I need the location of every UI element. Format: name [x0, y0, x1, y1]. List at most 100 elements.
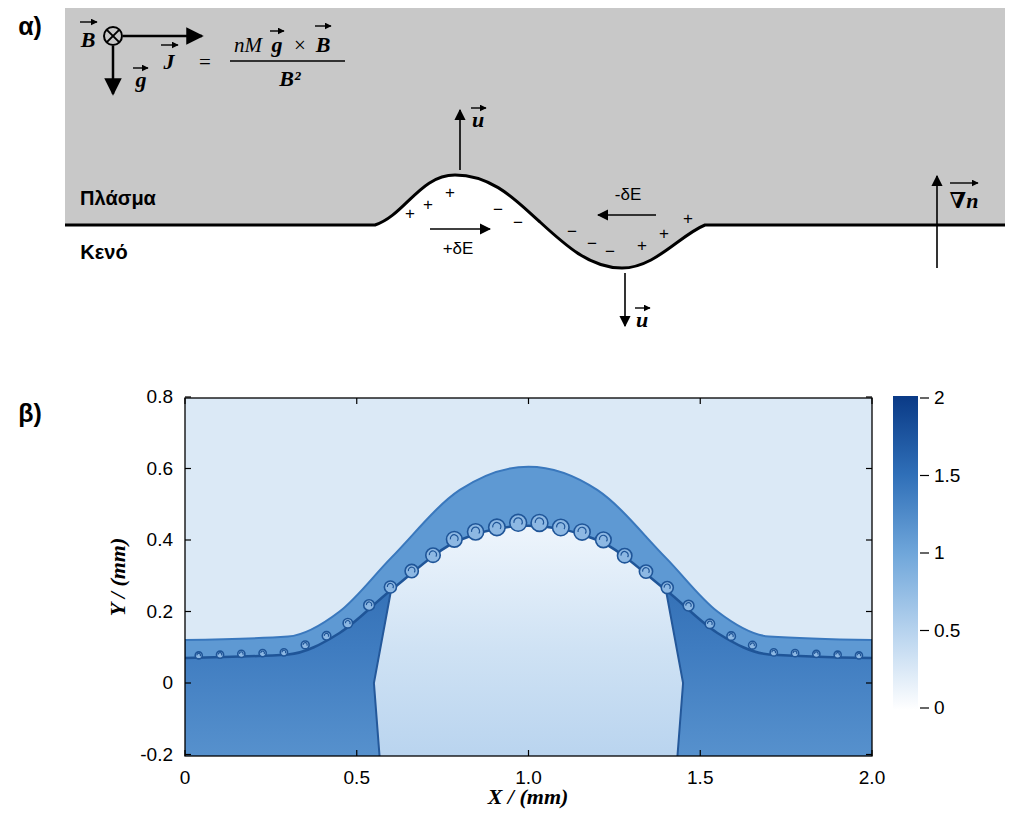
- axis-ticks: [185, 397, 872, 756]
- axis-tick-label: 0.6: [147, 458, 173, 480]
- vortex-swirl: [280, 649, 287, 656]
- velocity-label: u: [472, 107, 484, 132]
- vortex-swirl: [705, 619, 714, 628]
- vortex-swirl: [596, 532, 612, 548]
- axis-tick-label: 0: [180, 767, 191, 789]
- velocity-arrow: [459, 110, 461, 170]
- axis-tick-label: 0.4: [147, 529, 173, 551]
- medium-label: Πλάσμα: [80, 187, 156, 210]
- simulation-image: [185, 398, 872, 756]
- gradient-arrow: [936, 176, 938, 268]
- vortex-swirl: [301, 641, 309, 649]
- gradient-label: ∇n: [950, 188, 979, 213]
- vortex-swirl: [322, 632, 330, 640]
- charge-sign: −: [587, 234, 597, 254]
- instability-front: [185, 526, 872, 658]
- charge-sign: +: [683, 209, 693, 229]
- formula-term: =: [199, 50, 211, 74]
- bubble-region: [374, 526, 683, 756]
- vortex-swirl: [531, 515, 548, 532]
- formula-term: B²: [279, 66, 300, 91]
- panel-label: α): [18, 12, 42, 41]
- vortex-swirl: [770, 649, 777, 656]
- formula-term: nM: [234, 33, 262, 57]
- charge-sign: +: [405, 204, 415, 224]
- vector-overarrows: [80, 22, 978, 308]
- vortex-swirl: [727, 632, 735, 640]
- interface-line: [65, 175, 1005, 268]
- vortex-swirl: [855, 652, 862, 659]
- vortex-swirl: [661, 582, 673, 594]
- vortex-swirl: [639, 565, 652, 578]
- medium-label: Κενό: [80, 241, 127, 264]
- axis-tick-label: 0.8: [147, 386, 173, 408]
- vortex-swirl: [489, 519, 506, 536]
- charge-sign: +: [445, 183, 455, 203]
- vortex-swirl: [834, 651, 841, 658]
- vortex-swirl: [446, 532, 462, 548]
- formula-term: B: [316, 32, 331, 57]
- vector-symbol: g: [136, 67, 147, 92]
- shock-line: [666, 590, 683, 756]
- charge-sign: −: [605, 242, 615, 262]
- axis-title: Y / (mm): [105, 538, 130, 617]
- shock-line: [374, 590, 391, 756]
- charge-sign: +: [659, 224, 669, 244]
- plasma-region: [65, 8, 1005, 268]
- field-label: +δE: [443, 239, 474, 259]
- formula-term: ×: [294, 33, 306, 57]
- vortex-swirl: [343, 619, 352, 628]
- vortex-swirl: [510, 514, 527, 531]
- field-into-page-symbol: [104, 27, 122, 45]
- colorbar-tick-label: 1.5: [934, 465, 960, 487]
- colorbar: [893, 396, 918, 710]
- axis-tick-label: -0.2: [140, 744, 173, 766]
- panel-label: β): [18, 399, 42, 428]
- colorbar-tick-label: 0.5: [934, 620, 960, 642]
- plot-frame: [185, 398, 872, 756]
- velocity-arrow: [624, 273, 626, 326]
- charge-sign: −: [513, 213, 523, 233]
- vortex-swirl: [468, 524, 484, 540]
- velocity-label: u: [636, 307, 648, 332]
- axis-tick-label: 1.5: [687, 767, 713, 789]
- colorbar-tick-label: 2: [934, 387, 945, 409]
- axis-title: X / (mm): [488, 784, 569, 809]
- charge-sign: +: [637, 236, 647, 256]
- colorbar-tick-label: 0: [934, 697, 945, 719]
- axis-tick-label: 0.2: [147, 601, 173, 623]
- formula-term: g: [272, 32, 283, 57]
- vortex-swirl: [617, 548, 631, 562]
- vortex-swirl: [216, 651, 223, 658]
- compressed-region: [185, 526, 872, 756]
- axis-tick-label: 0.5: [344, 767, 370, 789]
- fraction-bar: [230, 60, 345, 62]
- vector-symbol: J: [164, 49, 175, 74]
- vortex-swirl: [364, 600, 375, 611]
- colorbar-ticks: [920, 398, 929, 708]
- vortex-swirl: [405, 564, 418, 577]
- vortex-swirl: [238, 650, 245, 657]
- vortex-swirl: [195, 652, 202, 659]
- vortex-swirl: [553, 519, 569, 535]
- charge-sign: −: [567, 222, 577, 242]
- vortex-swirl: [791, 650, 798, 657]
- field-label: -δE: [615, 185, 641, 205]
- vortex-swirl: [426, 548, 440, 562]
- axis-tick-label: 2.0: [859, 767, 885, 789]
- vortex-swirl: [574, 524, 590, 540]
- field-arrow: [598, 214, 656, 216]
- vortex-swirl: [384, 581, 396, 593]
- charge-sign: +: [423, 195, 433, 215]
- field-arrow: [430, 228, 490, 230]
- vector-symbol: B: [81, 27, 96, 52]
- charge-sign: −: [493, 200, 503, 220]
- vortex-swirl: [813, 650, 820, 657]
- vortex-swirl: [749, 641, 757, 649]
- vortex-swirl: [683, 600, 694, 611]
- colorbar-tick-label: 1: [934, 542, 945, 564]
- axis-tick-label: 0: [162, 672, 173, 694]
- vortex-swirl: [259, 650, 266, 657]
